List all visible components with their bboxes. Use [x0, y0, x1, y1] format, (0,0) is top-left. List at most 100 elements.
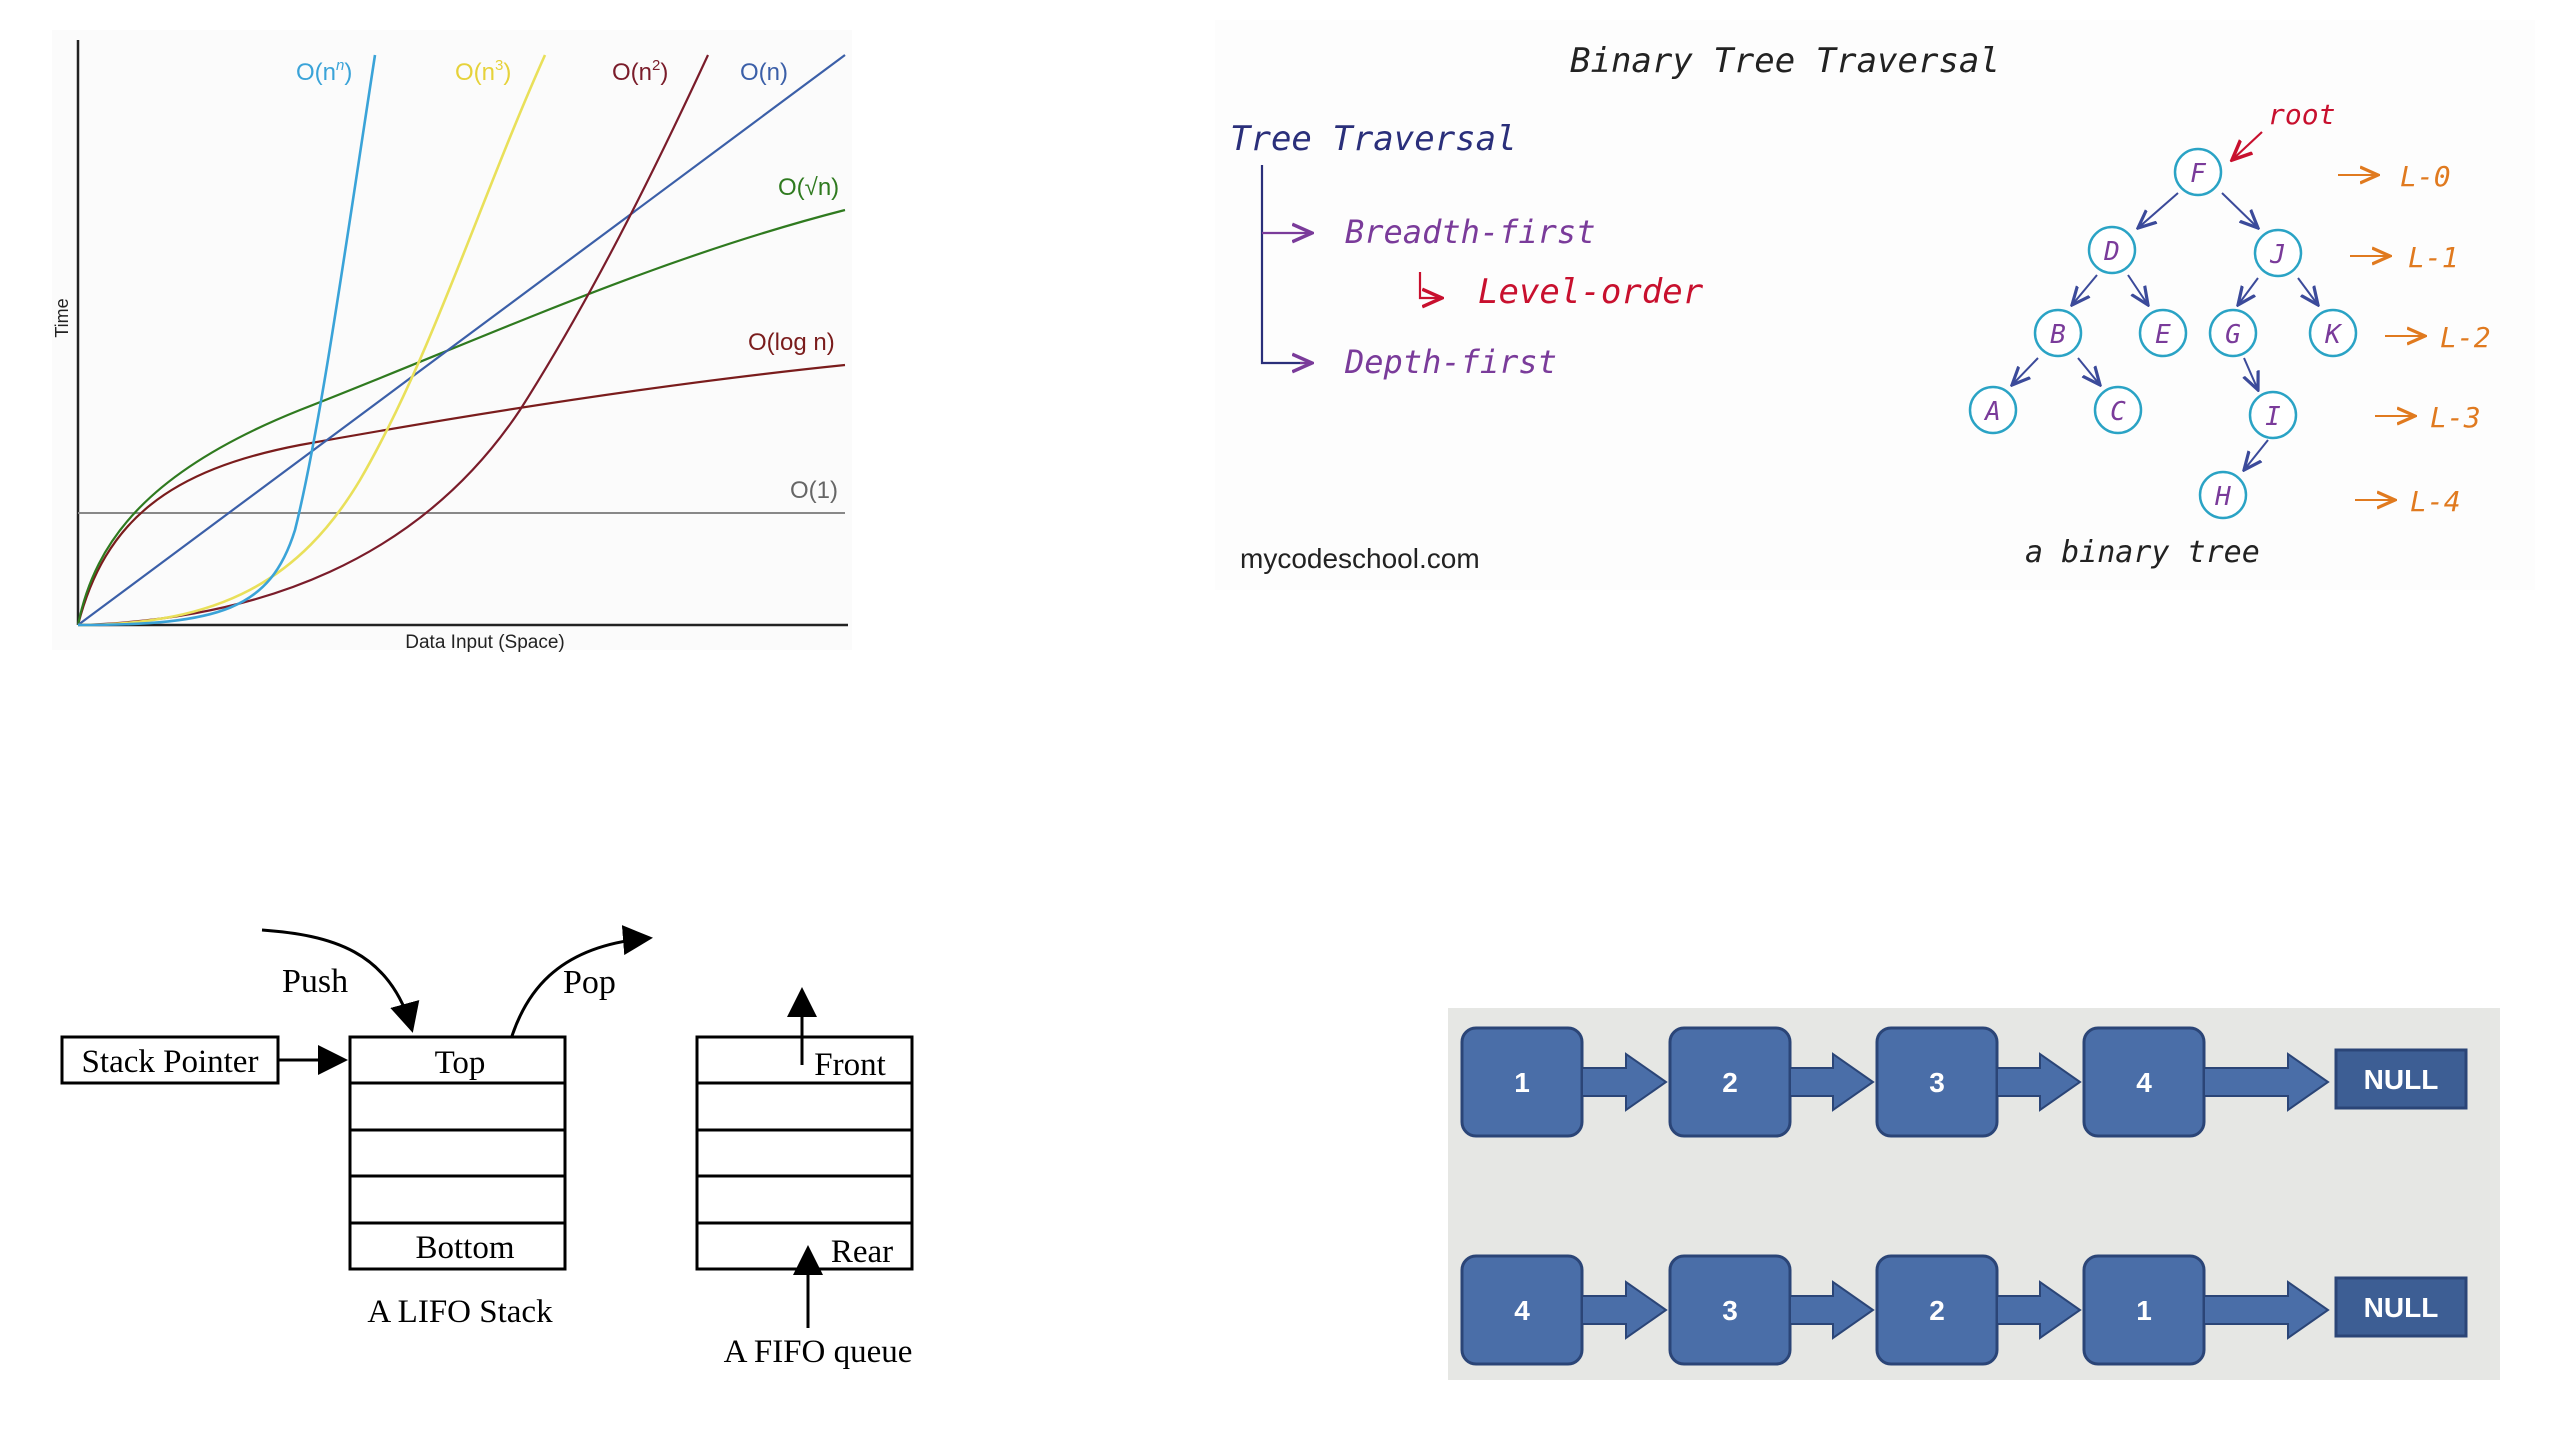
push-label: Push — [282, 963, 348, 1000]
root-arrow — [2232, 131, 2263, 160]
list-node-value: 1 — [1514, 1067, 1530, 1098]
lifo-stack — [348, 1035, 567, 1271]
level-2: L-2 — [2440, 321, 2491, 354]
curve-o-n3 — [77, 54, 547, 627]
tree-traversal-heading: Tree Traversal — [1230, 119, 1517, 159]
list-pointer-arrow — [1789, 1052, 1875, 1112]
curve-o-sqrt-n — [76, 208, 846, 626]
level-0: L-0 — [2400, 160, 2451, 193]
list-node: 4 — [2082, 1026, 2206, 1138]
complexity-chart: Time Data Input (Space) O(nn) O(n3) O(n2… — [52, 30, 852, 653]
push-arrow — [261, 928, 420, 1033]
tree-node-b: B — [2033, 308, 2083, 358]
null-terminator: NULL — [2334, 1048, 2468, 1110]
list-pointer-arrow — [2203, 1280, 2330, 1340]
list-node: 2 — [1668, 1026, 1792, 1138]
list-pointer-arrow — [1789, 1280, 1875, 1340]
fifo-queue — [695, 1035, 914, 1271]
svg-text:C: C — [2110, 397, 2126, 427]
level-1: L-1 — [2408, 241, 2459, 274]
null-label: NULL — [2364, 1292, 2439, 1323]
tree-background — [1215, 20, 2535, 590]
linked-list-row: 1 2 3 4 NULL — [1460, 1026, 2468, 1138]
list-node-value: 2 — [1929, 1295, 1945, 1326]
label-o-sqrt-n: O(√n) — [778, 174, 839, 201]
svg-text:I: I — [2265, 402, 2281, 432]
tree-node-f: F — [2173, 147, 2223, 197]
null-label: NULL — [2364, 1064, 2439, 1095]
list-pointer-arrow — [1996, 1280, 2082, 1340]
svg-text:F: F — [2190, 159, 2207, 189]
stack-queue-diagram: Push Pop Stack Pointer Top Bottom A LIFO… — [60, 925, 914, 1370]
list-pointer-arrow — [1581, 1052, 1668, 1112]
tree-node-e: E — [2138, 308, 2188, 358]
stack-bottom-label: Bottom — [415, 1230, 514, 1266]
pop-label: Pop — [563, 964, 616, 1001]
list-node: 2 — [1875, 1254, 1999, 1366]
tree-title: Binary Tree Traversal — [1570, 41, 2000, 81]
label-o-log-n: O(log n) — [748, 329, 835, 356]
stack-pointer-box — [60, 1035, 280, 1085]
svg-text:J: J — [2269, 240, 2286, 270]
label-o-n3: O(n3) — [455, 57, 511, 86]
svg-text:E: E — [2155, 320, 2171, 350]
queue-caption: A FIFO queue — [724, 1334, 913, 1370]
queue-front-label: Front — [814, 1047, 886, 1083]
svg-text:H: H — [2214, 482, 2231, 512]
tree-node-i: I — [2248, 390, 2298, 440]
curve-o-n — [77, 54, 846, 626]
stack-top-label: Top — [435, 1045, 486, 1081]
y-axis-label: Time — [52, 298, 72, 337]
tree-caption: a binary tree — [2025, 535, 2260, 570]
tree-node-a: A — [1968, 385, 2018, 435]
tree-node-j: J — [2253, 228, 2303, 278]
depth-first-label: Depth-first — [1344, 343, 1557, 381]
svg-text:A: A — [1983, 397, 2001, 427]
label-o-n: O(n) — [740, 59, 788, 86]
list-node-value: 1 — [2136, 1295, 2152, 1326]
list-node: 3 — [1668, 1254, 1792, 1366]
label-o-1: O(1) — [790, 477, 838, 504]
tree-node-k: K — [2308, 308, 2358, 358]
svg-text:B: B — [2050, 320, 2066, 350]
label-o-n2: O(n2) — [612, 57, 668, 86]
tree-edges — [2012, 192, 2318, 470]
queue-rear-label: Rear — [831, 1234, 893, 1270]
list-node-value: 2 — [1722, 1067, 1738, 1098]
list-node-value: 4 — [2136, 1067, 2152, 1098]
level-order-label: Level-order — [1478, 272, 1704, 312]
list-node-value: 3 — [1929, 1067, 1945, 1098]
list-node-value: 4 — [1514, 1295, 1530, 1326]
list-node: 1 — [2082, 1254, 2206, 1366]
list-node: 3 — [1875, 1026, 1999, 1138]
label-o-nn: O(nn) — [296, 57, 352, 86]
x-axis-label: Data Input (Space) — [405, 632, 564, 653]
null-terminator: NULL — [2334, 1276, 2468, 1338]
list-node-value: 3 — [1722, 1295, 1738, 1326]
list-pointer-arrow — [2203, 1052, 2330, 1112]
breadth-first-label: Breadth-first — [1345, 213, 1595, 251]
level-order-arrow — [1418, 272, 1442, 298]
linked-list-row: 4 3 2 1 NULL — [1460, 1254, 2468, 1366]
root-label: root — [2268, 98, 2335, 131]
watermark: mycodeschool.com — [1240, 543, 1480, 574]
svg-text:D: D — [2103, 237, 2120, 267]
stack-pointer-label: Stack Pointer — [82, 1044, 259, 1080]
curve-o-log-n — [76, 363, 846, 626]
list-pointer-arrow — [1581, 1280, 1668, 1340]
tree-node-c: C — [2093, 385, 2143, 435]
level-labels: L-0 L-1 L-2 L-3 L-4 — [2338, 160, 2491, 518]
tree-node-d: D — [2087, 225, 2137, 275]
list-pointer-arrow — [1996, 1052, 2082, 1112]
chart-background — [52, 30, 852, 650]
curve-o-nn — [77, 54, 377, 627]
list-node: 4 — [1460, 1254, 1584, 1366]
level-4: L-4 — [2410, 485, 2461, 518]
svg-text:K: K — [2324, 320, 2343, 350]
level-3: L-3 — [2430, 401, 2481, 434]
stack-caption: A LIFO Stack — [367, 1294, 553, 1330]
tree-node-h: H — [2198, 470, 2248, 520]
binary-tree-diagram: Binary Tree Traversal Tree Traversal Bre… — [1215, 20, 2535, 590]
tree-node-g: G — [2208, 308, 2258, 358]
